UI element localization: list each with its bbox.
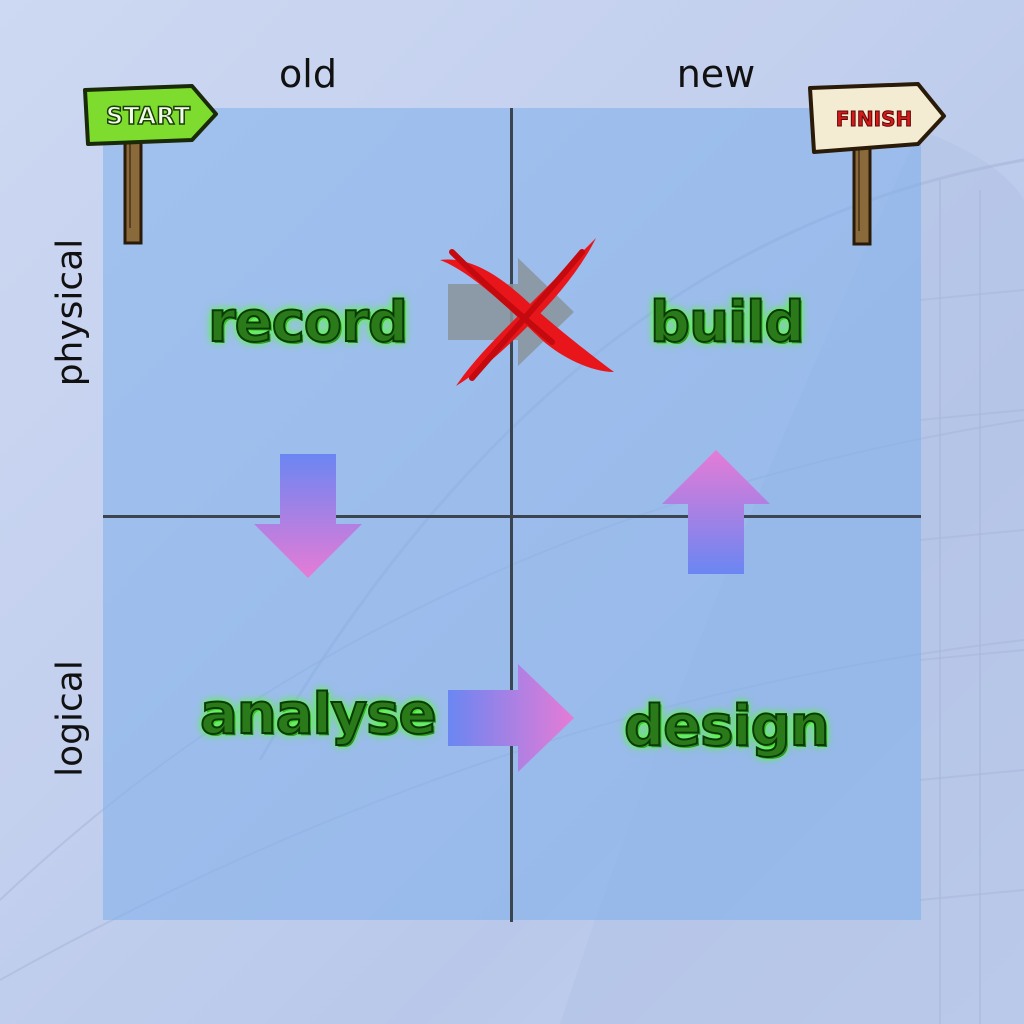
arrow-right-icon (448, 664, 574, 772)
horizontal-axis-line (103, 515, 921, 518)
finish-sign-icon: FINISH (808, 82, 946, 246)
start-sign-label: START (106, 102, 191, 130)
column-label-old: old (279, 52, 337, 96)
cross-mark-icon (440, 238, 614, 386)
arrow-down-icon (254, 454, 362, 578)
step-build: build (649, 289, 805, 356)
column-label-new: new (676, 52, 756, 96)
step-record: record (207, 289, 409, 356)
step-analyse: analyse (199, 681, 437, 748)
finish-sign-label: FINISH (836, 107, 912, 131)
row-label-logical: logical (49, 660, 91, 777)
step-design: design (623, 693, 831, 760)
start-sign-icon: START (83, 84, 218, 245)
arrow-up-icon (662, 450, 770, 574)
